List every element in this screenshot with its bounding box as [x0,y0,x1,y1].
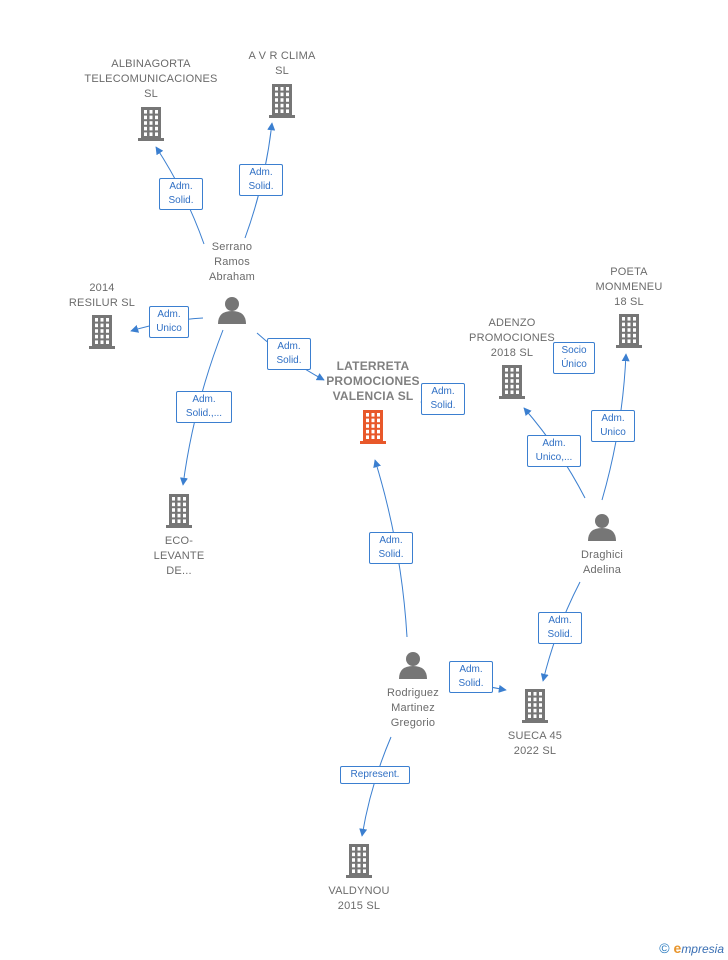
node-label-albinagorta[interactable]: ALBINAGORTA TELECOMUNICACIONES SL [71,57,231,102]
edge-label-line: Adm. [542,438,566,449]
edge-label-e8[interactable]: Adm. Unico,... [527,435,581,467]
node-label-sueca[interactable]: SUECA 45 2022 SL [490,729,580,759]
copyright-icon: © [659,940,670,956]
edge-label-e3[interactable]: Adm. Unico [149,306,189,338]
node-label-line: TELECOMUNICACIONES [84,73,218,85]
edge-label-line: Adm. [431,386,455,397]
brand-initial: e [673,940,682,956]
node-label-line: ADENZO [488,317,536,329]
node-label-line: PROMOCIONES [326,374,420,388]
edge-label-line: Solid. [248,181,274,192]
edge-label-line: Unico [600,427,626,438]
node-label-line: 18 SL [614,296,644,308]
node-label-line: LATERRETA [336,359,410,373]
node-label-line: Rodriguez [387,687,439,699]
edge-label-line: Unico,... [535,452,573,463]
edge-label-line: Adm. [192,394,216,405]
node-label-line: A V R CLIMA [248,50,316,62]
node-label-avr[interactable]: A V R CLIMA SL [227,49,337,79]
edge-label-line: Solid. [458,678,484,689]
person-icon-rodriguez[interactable] [399,652,427,679]
edge-label-line: Único [561,359,587,370]
node-label-ecolevante[interactable]: ECO- LEVANTE DE... [134,534,224,579]
edge-label-line: Solid. [430,400,456,411]
node-label-line: Serrano [211,241,253,253]
edge-label-e13[interactable]: Represent. [340,766,410,784]
node-label-line: LEVANTE [153,550,205,562]
edge-label-e9[interactable]: Adm. Unico [591,410,635,442]
credit: ©empresia [659,940,724,956]
node-label-line: VALDYNOU [328,885,390,897]
person-icon-draghici[interactable] [588,514,616,541]
edge-label-e12[interactable]: Adm. Solid. [449,661,493,693]
edge-label-line: Solid.,... [185,408,223,419]
edge-label-e11[interactable]: Adm. Solid. [538,612,582,644]
node-label-line: 2022 SL [513,745,557,757]
edge-label-line: Socio [561,345,587,356]
company-icon-albinagorta[interactable] [138,107,164,141]
node-label-line: SL [275,65,289,77]
company-icon-ecolevante[interactable] [166,494,192,528]
edge-label-line: Represent. [350,769,400,780]
edge-label-line: Adm. [169,181,193,192]
edge-label-line: Adm. [379,535,403,546]
edge-label-line: Adm. [459,664,483,675]
node-label-adenzo[interactable]: ADENZO PROMOCIONES 2018 SL [457,316,567,361]
node-label-line: 2015 SL [337,900,381,912]
node-label-line: SUECA 45 [507,730,563,742]
node-label-valdynou[interactable]: VALDYNOU 2015 SL [309,884,409,914]
node-label-line: RESILUR SL [68,297,136,309]
edge-label-line: Unico [156,323,182,334]
node-label-line: VALENCIA SL [332,389,414,403]
company-icon-avr[interactable] [269,84,295,118]
company-icon-adenzo[interactable] [499,365,525,399]
node-label-line: ECO- [164,535,194,547]
company-icon-poeta[interactable] [616,314,642,348]
edge-label-line: Solid. [276,355,302,366]
edge-label-e7[interactable]: Adm. Solid. [421,383,465,415]
company-icon-sueca[interactable] [522,689,548,723]
node-label-line: Draghici [581,549,623,561]
edge-label-e6[interactable]: Adm. Solid. [369,532,413,564]
node-label-line: 2018 SL [490,347,534,359]
node-label-poeta[interactable]: POETA MONMENEU 18 SL [579,265,679,310]
company-icon-resilur[interactable] [89,315,115,349]
node-label-line: PROMOCIONES [469,332,555,344]
person-icon-serrano[interactable] [218,297,246,324]
edge-label-e2[interactable]: Adm. Solid. [239,164,283,196]
node-label-line: Abraham [208,271,256,283]
node-label-line: Martinez [391,702,435,714]
edge-label-line: Adm. [249,167,273,178]
node-label-line: MONMENEU [595,281,663,293]
edge-label-line: Solid. [547,629,573,640]
main-company-icon-laterreta[interactable] [360,410,386,444]
edge-label-line: Adm. [157,309,181,320]
edge-label-e1[interactable]: Adm. Solid. [159,178,203,210]
edge-label-e4[interactable]: Adm. Solid. [267,338,311,370]
company-icon-valdynou[interactable] [346,844,372,878]
brand-name[interactable]: mpresia [681,942,724,956]
node-label-line: DE... [166,565,192,577]
edge-label-line: Adm. [277,341,301,352]
edge-label-line: Adm. [548,615,572,626]
node-label-line: POETA [610,266,648,278]
edge-line-rodriguez-valdynou [359,736,392,837]
edge-label-line: Solid. [378,549,404,560]
node-label-line: Adelina [582,564,622,576]
edge-label-line: Adm. [601,413,625,424]
node-label-line: Gregorio [390,717,436,729]
edge-label-e5[interactable]: Adm. Solid.,... [176,391,232,423]
node-label-line: 2014 [89,282,115,294]
edge-label-line: Solid. [168,195,194,206]
node-label-line: ALBINAGORTA [111,58,191,70]
node-label-line: SL [144,88,158,100]
node-label-line: Ramos [214,256,250,268]
